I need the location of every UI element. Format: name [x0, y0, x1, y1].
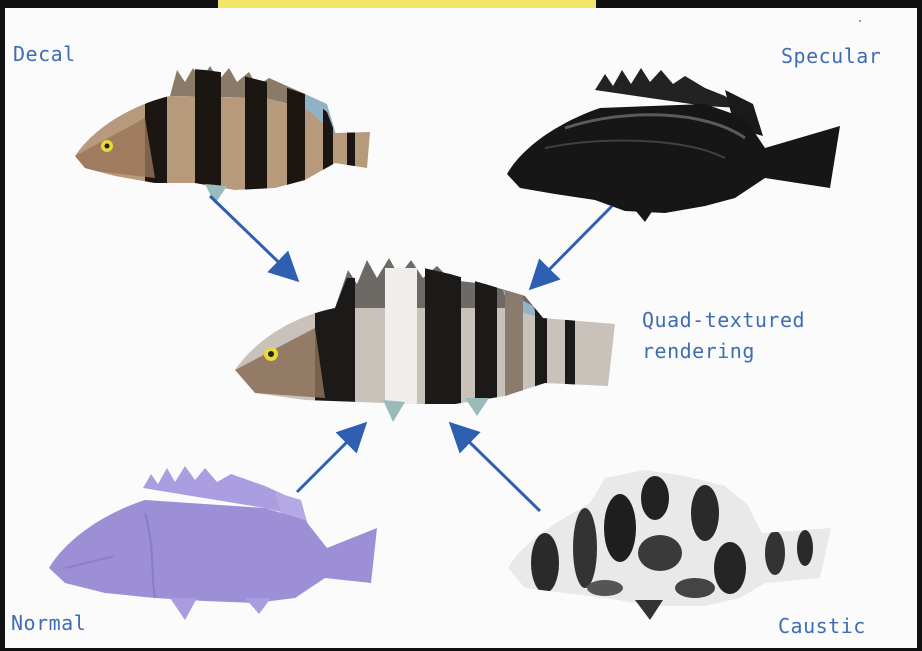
normal-fish: [49, 466, 377, 620]
arrow-icon: [210, 196, 295, 278]
specular-fish: [507, 68, 840, 222]
caustic-label: Caustic: [778, 614, 866, 638]
speck: [859, 20, 861, 22]
quad-textured-label-line2: rendering: [642, 336, 805, 367]
normal-label: Normal: [11, 611, 86, 635]
quad-textured-fish: [235, 258, 615, 422]
decal-label: Decal: [13, 42, 76, 66]
arrow-icon: [297, 426, 363, 492]
diagram-panel: Decal Specular Normal Caustic Quad-textu…: [5, 8, 917, 648]
quad-textured-label-line1: Quad-textured: [642, 305, 805, 336]
arrow-icon: [533, 206, 612, 286]
quad-textured-label: Quad-textured rendering: [642, 305, 805, 367]
specular-label: Specular: [781, 44, 881, 68]
top-highlight-bar: [218, 0, 596, 8]
arrow-icon: [453, 426, 540, 511]
caustic-fish: [508, 470, 831, 620]
decal-fish: [75, 66, 370, 204]
